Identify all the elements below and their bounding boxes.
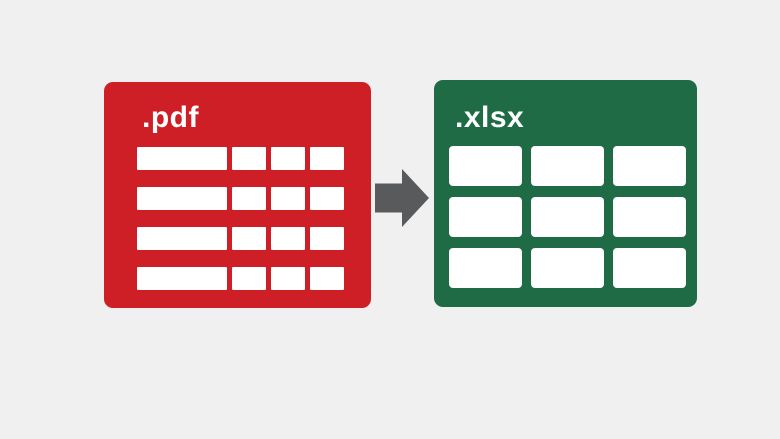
xlsx-grid-cell bbox=[449, 146, 522, 186]
pdf-extension-label: .pdf bbox=[142, 101, 199, 134]
xlsx-grid-cell bbox=[449, 248, 522, 288]
pdf-table-cell bbox=[232, 227, 266, 250]
pdf-table-cell bbox=[271, 187, 305, 210]
xlsx-cell-grid bbox=[449, 146, 686, 288]
xlsx-grid-cell bbox=[531, 248, 604, 288]
pdf-table-row bbox=[137, 187, 344, 210]
pdf-table-cell bbox=[271, 147, 305, 170]
arrow-shape bbox=[375, 169, 429, 227]
pdf-table-cell bbox=[310, 267, 344, 290]
xlsx-grid-cell bbox=[449, 197, 522, 237]
pdf-table-rows bbox=[137, 147, 344, 290]
pdf-table-cell bbox=[232, 147, 266, 170]
xlsx-grid-cell bbox=[531, 197, 604, 237]
pdf-table-cell bbox=[232, 267, 266, 290]
pdf-table-cell bbox=[310, 227, 344, 250]
pdf-table-cell bbox=[137, 187, 227, 210]
xlsx-file-card: .xlsx bbox=[434, 80, 697, 307]
xlsx-grid-cell bbox=[613, 146, 686, 186]
pdf-file-card: .pdf bbox=[104, 82, 371, 308]
xlsx-grid-cell bbox=[613, 248, 686, 288]
pdf-table-cell bbox=[271, 227, 305, 250]
pdf-table-cell bbox=[310, 147, 344, 170]
pdf-table-cell bbox=[271, 267, 305, 290]
pdf-table-row bbox=[137, 267, 344, 290]
pdf-table-cell bbox=[232, 187, 266, 210]
pdf-table-cell bbox=[310, 187, 344, 210]
xlsx-grid-cell bbox=[531, 146, 604, 186]
pdf-table-row bbox=[137, 227, 344, 250]
pdf-table-cell bbox=[137, 267, 227, 290]
xlsx-grid-cell bbox=[613, 197, 686, 237]
conversion-arrow-icon bbox=[375, 169, 429, 227]
pdf-table-row bbox=[137, 147, 344, 170]
pdf-table-cell bbox=[137, 227, 227, 250]
pdf-table-cell bbox=[137, 147, 227, 170]
xlsx-extension-label: .xlsx bbox=[455, 101, 525, 134]
